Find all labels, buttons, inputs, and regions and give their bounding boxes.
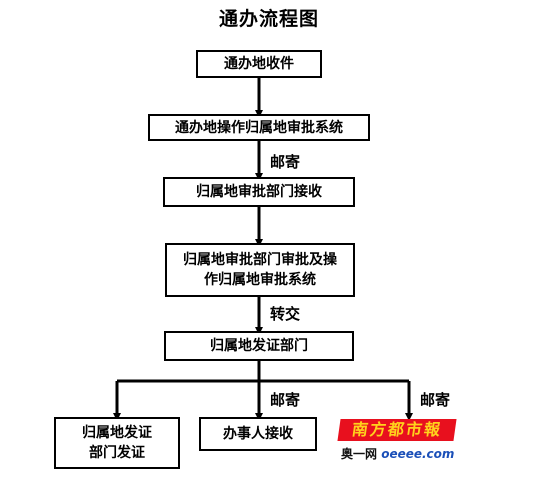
- node-applicant-receive: 办事人接收: [199, 417, 317, 451]
- node-local-issue-line2: 部门发证: [89, 445, 145, 461]
- node-local-issue: 归属地发证 部门发证: [54, 417, 180, 469]
- newspaper-watermark: 南方都市報 奥一网 oeeee.com: [337, 419, 459, 463]
- site-watermark: 奥一网 oeeee.com: [341, 445, 454, 462]
- node-local-issue-line1: 归属地发证: [82, 425, 152, 441]
- node-dept-receive: 归属地审批部门接收: [163, 177, 355, 207]
- node-receive-label: 通办地收件: [224, 56, 294, 72]
- node-operate-system-label: 通办地操作归属地审批系统: [175, 119, 343, 136]
- edge-label-mail-3: 邮寄: [420, 391, 451, 409]
- newspaper-logo: 南方都市報: [337, 419, 457, 441]
- node-dept-approve: 归属地审批部门审批及操 作归属地审批系统: [165, 243, 355, 297]
- edge-label-mail-1: 邮寄: [270, 153, 301, 171]
- node-applicant-receive-label: 办事人接收: [223, 426, 293, 442]
- site-url: oeeee.com: [381, 447, 455, 461]
- edge-label-mail-2: 邮寄: [270, 391, 301, 409]
- site-prefix: 奥一网: [341, 447, 378, 461]
- diagram-title: 通办流程图: [218, 8, 319, 30]
- node-operate-system: 通办地操作归属地审批系统: [148, 114, 370, 141]
- node-issuing-dept: 归属地发证部门: [164, 331, 354, 361]
- node-issuing-dept-label: 归属地发证部门: [210, 338, 308, 354]
- node-dept-approve-line1: 归属地审批部门审批及操: [183, 252, 337, 268]
- node-dept-receive-label: 归属地审批部门接收: [196, 184, 322, 200]
- edge-label-transfer: 转交: [270, 305, 301, 323]
- node-receive: 通办地收件: [196, 50, 322, 78]
- node-dept-approve-line2: 作归属地审批系统: [204, 272, 316, 288]
